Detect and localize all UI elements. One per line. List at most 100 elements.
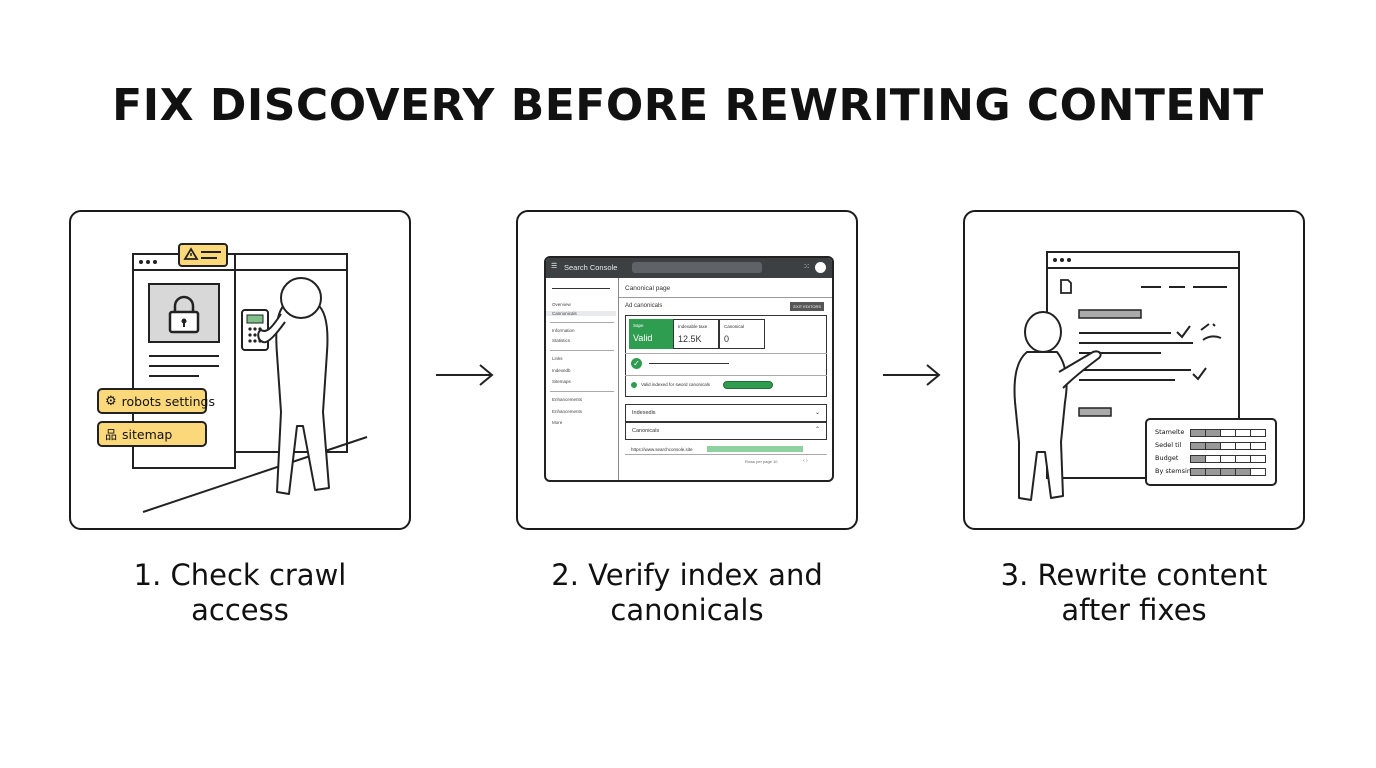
sidebar-item-indexed: Indexedb [552, 368, 571, 373]
stats-card [625, 315, 827, 397]
table-cell [1190, 442, 1206, 450]
canonical-url: https://www.searchconsole.site [631, 447, 693, 452]
table-cell [1220, 468, 1236, 476]
gear-icon: ⚙ [105, 393, 117, 409]
arrow-icon [883, 364, 941, 386]
step-2-caption-line1: 2. Verify index and [551, 558, 823, 592]
step-2-caption: 2. Verify index and canonicals [497, 558, 877, 628]
stat-valid: Sape Valid [629, 319, 673, 349]
console-section-label: Ad canonicals [625, 303, 663, 309]
sidebar-item-canonicals: Cannonicals [546, 311, 616, 316]
table-cell [1250, 468, 1266, 476]
table-cell [1190, 468, 1206, 476]
sitemap-tag: 品 sitemap [97, 421, 207, 447]
sitemap-label: sitemap [122, 426, 173, 442]
stat-indexable-value: 12.5K [678, 334, 702, 344]
valid-note: Valid indexed for sword canonicals [641, 382, 710, 387]
robots-settings-label: robots settings [121, 393, 215, 409]
table-row-label: Budget [1155, 454, 1179, 462]
table-row-cells [1190, 429, 1266, 437]
console-header: ☰ Search Console ⁙ [546, 258, 832, 278]
sidebar-item-more: More [552, 420, 563, 425]
console-main: Canonical page Ad canonicals EXIT EDITOR… [619, 278, 832, 480]
table-row-cells [1190, 442, 1266, 450]
table-cell [1250, 429, 1266, 437]
url-highlight [707, 446, 803, 452]
table-cell [1190, 455, 1206, 463]
table-cell [1220, 455, 1236, 463]
table-cell [1205, 468, 1221, 476]
sidebar-item-statistics: Statistics [552, 338, 571, 343]
lock-icon [168, 295, 200, 334]
stat-canonical: Canonical 0 [719, 319, 765, 349]
stat-valid-label: Sape [633, 323, 644, 328]
checkmark-icon [1176, 323, 1222, 381]
accordion-indexed[interactable]: Indexedis ⌄ [625, 404, 827, 422]
table-cell [1250, 455, 1266, 463]
step-1-panel: ⚙ robots settings 品 sitemap [69, 210, 411, 530]
accordion-indexed-label: Indexedis [632, 410, 656, 416]
person-figure [1013, 311, 1102, 501]
console-sidebar: Overview Cannonicals Information Statist… [546, 278, 619, 480]
step-1-caption-line2: access [191, 593, 289, 627]
sitemap-icon: 品 [105, 427, 118, 442]
sidebar-group-enhancements: Enhancements [552, 397, 583, 402]
valid-progress-bar [723, 381, 773, 389]
accordion-canonicals[interactable]: Canonicals ⌃ [625, 422, 827, 440]
crawl-access-illustration [132, 243, 368, 513]
table-cell [1250, 442, 1266, 450]
table-cell [1235, 429, 1251, 437]
step-3-caption-line1: 3. Rewrite content [1000, 558, 1268, 592]
console-brand: Search Console [564, 263, 618, 272]
table-row-label: Stamelte [1155, 428, 1185, 436]
warning-icon [178, 243, 228, 267]
console-search-bar [632, 262, 762, 273]
table-cell [1235, 468, 1251, 476]
sidebar-item-sitemaps: Sitemaps [552, 379, 571, 384]
stat-indexable: Indexable taxe 12.5K [673, 319, 719, 349]
sidebar-group-links: Links [552, 356, 563, 361]
table-cell [1220, 429, 1236, 437]
stat-canonical-label: Canonical [724, 324, 745, 329]
search-console-window: ☰ Search Console ⁙ Overview Cannonicals … [544, 256, 834, 482]
stat-indexable-label: Indexable taxe [678, 324, 708, 329]
property-selector [552, 288, 610, 289]
table-cell [1220, 442, 1236, 450]
pager: Rows per page 10 [745, 459, 778, 464]
robots-settings-tag: ⚙ robots settings [97, 388, 215, 414]
table-cell [1235, 455, 1251, 463]
table-cell [1205, 455, 1221, 463]
table-cell [1235, 442, 1251, 450]
sidebar-item-enhancements: Enhancements [552, 409, 583, 414]
arrow-icon [436, 364, 494, 386]
sidebar-item-overview: Overview [552, 302, 571, 307]
document-icon [1060, 279, 1072, 294]
chevron-up-icon: ⌃ [814, 427, 820, 433]
step-2-panel: ☰ Search Console ⁙ Overview Cannonicals … [516, 210, 858, 530]
step-1-caption-line1: 1. Check crawl [133, 558, 347, 592]
table-row-cells [1190, 455, 1266, 463]
sidebar-item-information: Information [552, 328, 575, 333]
chevron-down-icon: ⌄ [814, 410, 820, 416]
step-2-caption-line2: canonicals [610, 593, 764, 627]
table-cell [1205, 429, 1221, 437]
check-circle-icon: ✓ [631, 358, 642, 369]
accordion-canonicals-label: Canonicals [632, 428, 660, 434]
status-dot-icon [631, 382, 637, 388]
stat-valid-value: Valid [633, 333, 653, 343]
avatar [815, 262, 826, 273]
exit-editors-button[interactable]: EXIT EDITORS [790, 302, 824, 311]
table-row-cells [1190, 468, 1266, 476]
table-row-label: Sedel til [1155, 441, 1182, 449]
step-3-caption: 3. Rewrite content after fixes [944, 558, 1324, 628]
table-cell [1190, 429, 1206, 437]
menu-icon: ☰ [551, 263, 558, 270]
console-page-title: Canonical page [625, 285, 671, 292]
step-3-caption-line2: after fixes [1061, 593, 1207, 627]
apps-grid-icon: ⁙ [803, 262, 810, 271]
pager-arrows-icon[interactable]: ‹ › [803, 458, 808, 464]
page-title: FIX DISCOVERY BEFORE REWRITING CONTENT [112, 80, 1264, 131]
stat-canonical-value: 0 [724, 334, 730, 344]
